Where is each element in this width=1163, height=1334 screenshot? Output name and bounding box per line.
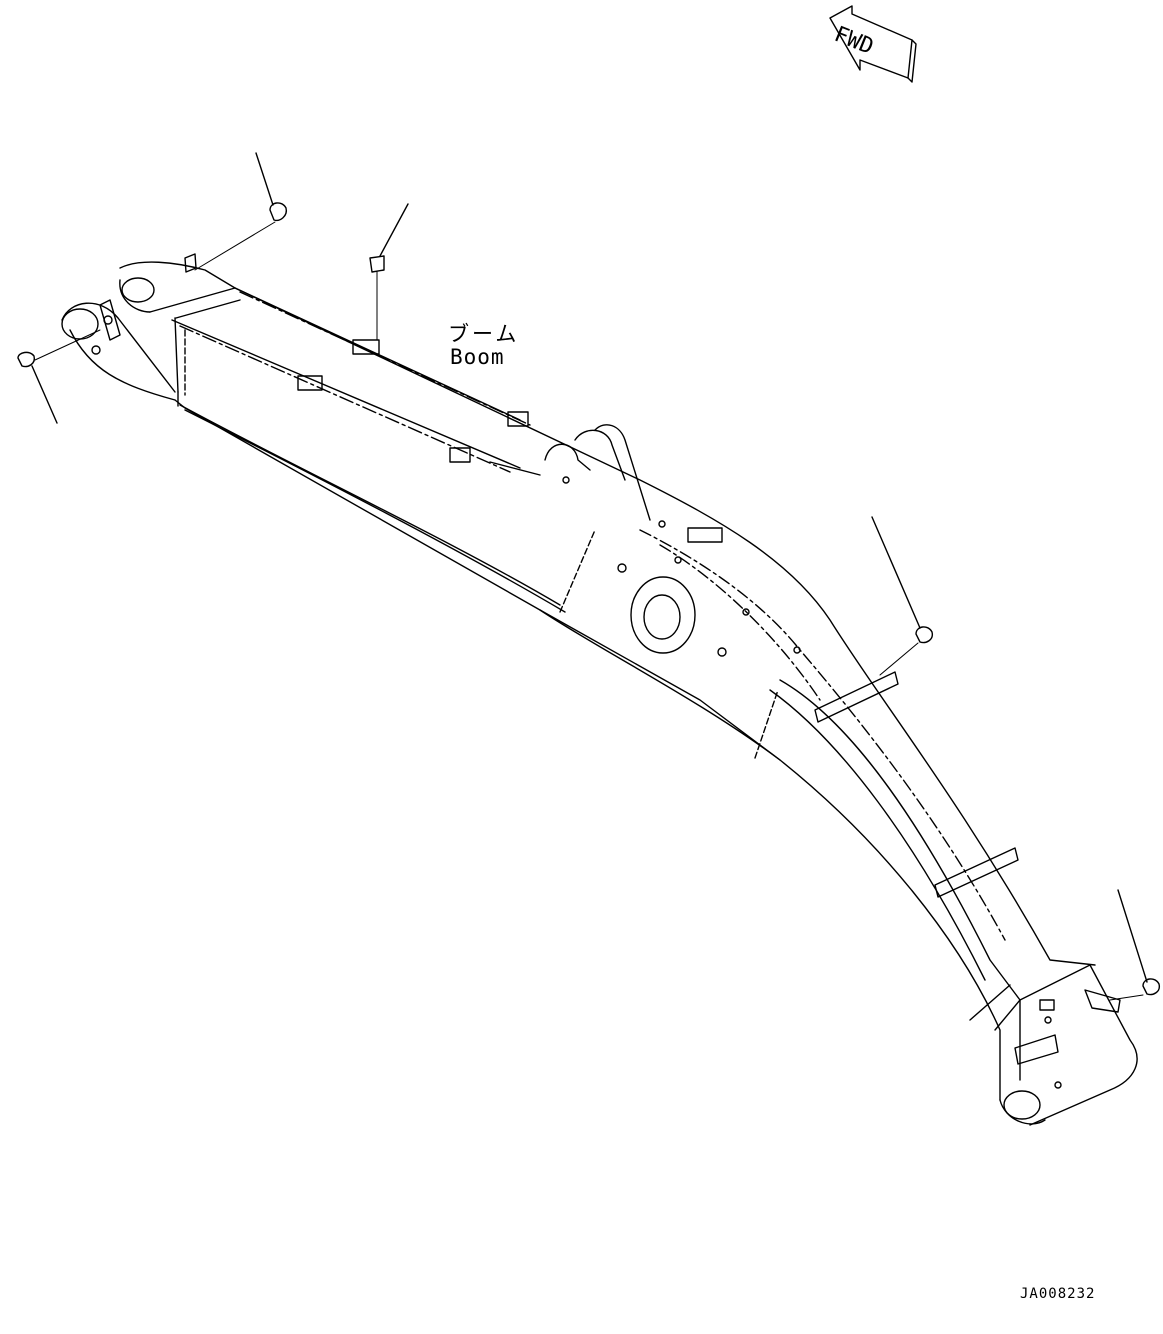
- grease-fitting-icon: [269, 202, 288, 222]
- boom-outline: [61, 253, 1138, 1126]
- grease-fitting-icon: [369, 255, 385, 273]
- grease-fitting-5: [1109, 889, 1161, 1001]
- grease-fitting-4: [871, 516, 934, 676]
- grease-fitting-icon: [17, 351, 36, 368]
- fwd-arrow-icon: [829, 5, 917, 83]
- grease-fitting-3: [17, 329, 101, 424]
- boom-label-japanese: ブーム: [448, 322, 520, 346]
- drawing-code: JA008232: [1020, 1286, 1096, 1302]
- grease-fitting-icon: [915, 626, 934, 644]
- boom-label-english: Boom: [450, 345, 505, 369]
- grease-fitting-2: [369, 203, 409, 341]
- grease-fitting-1: [194, 152, 288, 271]
- grease-fitting-icon: [1142, 978, 1161, 996]
